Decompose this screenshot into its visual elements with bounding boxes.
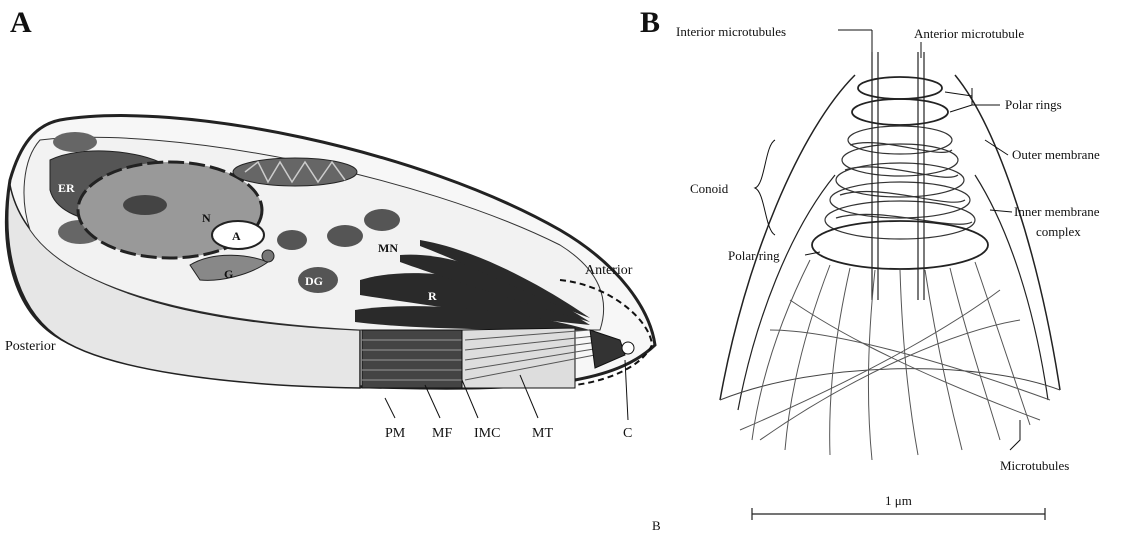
dense-granule-3: [364, 209, 400, 231]
golgi-vesicle: [262, 250, 274, 262]
label-outer-membrane: Outer membrane: [1012, 147, 1100, 162]
conoid-spiral: [825, 126, 975, 239]
label-posterior: Posterior: [5, 339, 56, 354]
label-n: N: [202, 211, 211, 225]
inner-membrane: [738, 175, 1048, 410]
label-conoid: Conoid: [690, 181, 729, 196]
scale-bar: [752, 508, 1045, 520]
dense-granule-2: [327, 225, 363, 247]
label-mn: MN: [378, 241, 398, 255]
label-a: A: [232, 229, 241, 243]
label-polar-rings: Polar rings: [1005, 97, 1062, 112]
label-interior-microtubules: Interior microtubules: [676, 24, 786, 39]
nucleolus: [123, 195, 167, 215]
label-mt: MT: [532, 426, 553, 441]
label-c: C: [623, 426, 632, 441]
polar-ring-top-2: [852, 99, 948, 125]
polar-ring-top-1: [858, 77, 942, 99]
er-vesicle-1: [53, 132, 97, 152]
label-dg: DG: [305, 274, 323, 288]
label-pm: PM: [385, 426, 406, 441]
dense-granule-1: [277, 230, 307, 250]
label-imc: IMC: [474, 426, 500, 441]
label-g: G: [224, 267, 233, 281]
cell-base: [720, 369, 1060, 400]
conoid-tip-cap: [622, 342, 634, 354]
panel-b-letter: B: [640, 6, 660, 39]
outer-membrane: [720, 75, 1060, 400]
label-scale: 1 μm: [885, 493, 912, 508]
label-inner-membrane-2: complex: [1036, 224, 1081, 239]
label-er: ER: [58, 181, 75, 195]
panel-a: A ER N G A DG MN: [5, 6, 655, 441]
label-polar-ring: Polar ring: [728, 248, 780, 263]
label-anterior: Anterior: [585, 263, 633, 278]
label-b-small: B: [652, 518, 661, 533]
panel-b: B: [640, 6, 1100, 533]
subpellicular-microtubules: [740, 260, 1050, 460]
plasma-membrane-block: [362, 330, 462, 388]
polar-ring-lower: [812, 221, 988, 269]
label-anterior-microtubule: Anterior microtubule: [914, 26, 1024, 41]
label-r: R: [428, 289, 437, 303]
leader-lines-b: [755, 30, 1020, 450]
label-inner-membrane-1: Inner membrane: [1014, 204, 1100, 219]
label-mf: MF: [432, 426, 452, 441]
panel-a-letter: A: [10, 6, 32, 39]
label-microtubules: Microtubules: [1000, 458, 1069, 473]
